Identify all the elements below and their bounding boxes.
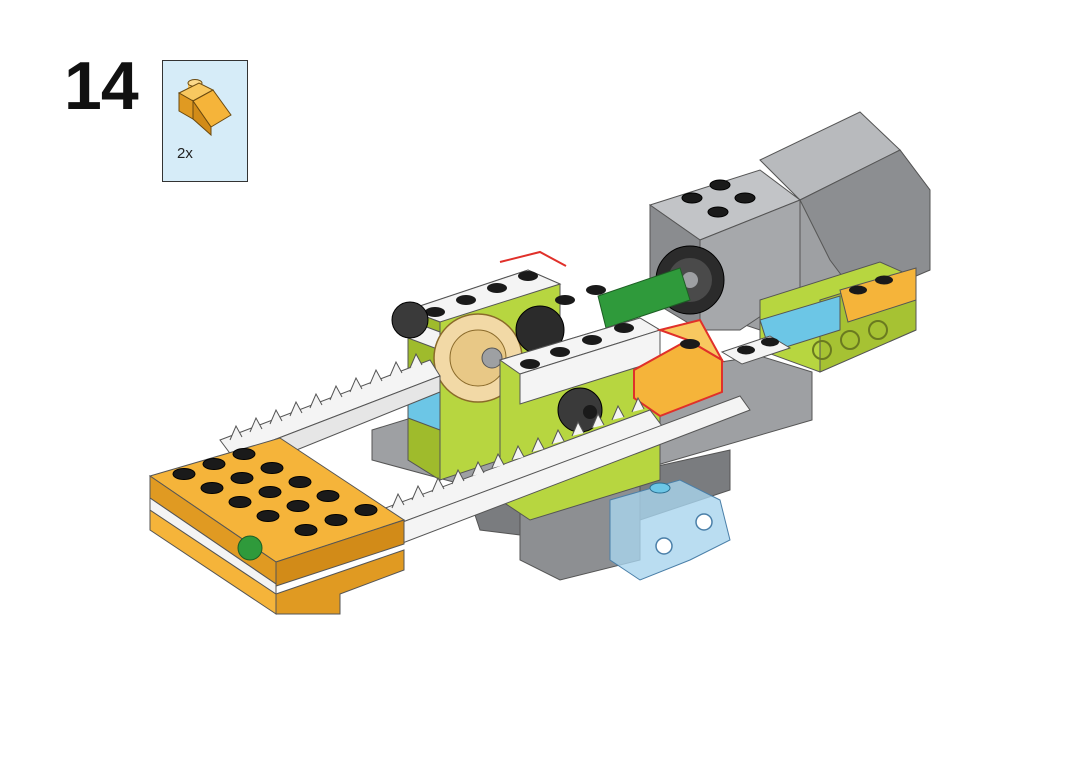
part-quantity: 2x <box>177 145 193 162</box>
step-number: 14 <box>64 48 139 124</box>
parts-callout: 2x <box>162 60 248 182</box>
yellow-slope-brick-icon <box>177 79 232 137</box>
